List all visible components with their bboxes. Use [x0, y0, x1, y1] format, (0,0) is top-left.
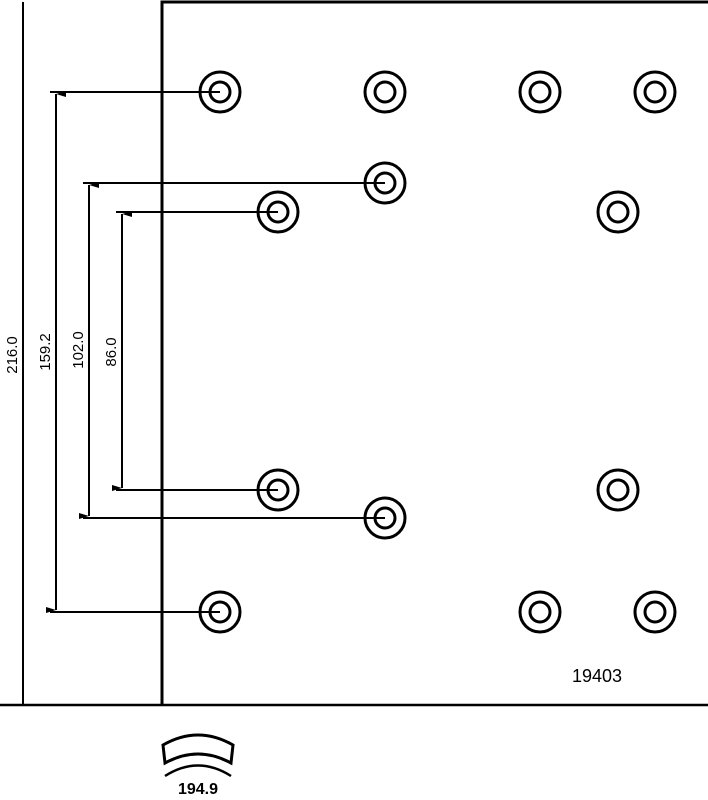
hole-ring — [633, 590, 677, 634]
part-number: 19403 — [572, 666, 622, 686]
hole-ring — [256, 468, 300, 512]
hole-ring — [606, 200, 630, 224]
outer-span-label: 159.2 — [37, 333, 54, 371]
hole-ring — [373, 171, 397, 195]
rivet-hole — [198, 590, 242, 634]
arc-symbol-icon — [161, 733, 235, 778]
hole-ring — [643, 80, 667, 104]
hole-ring — [266, 200, 290, 224]
hole-ring — [266, 478, 290, 502]
hole-ring — [208, 600, 232, 624]
overall-height-label: 216.0 — [4, 336, 21, 374]
rivet-hole — [363, 70, 407, 114]
hole-ring — [373, 506, 397, 530]
hole-ring — [596, 190, 640, 234]
hole-ring — [606, 478, 630, 502]
rivet-hole — [633, 590, 677, 634]
inner-span-label: 86.0 — [103, 337, 120, 366]
hole-ring — [256, 190, 300, 234]
hole-ring — [596, 468, 640, 512]
hole-ring — [363, 70, 407, 114]
hole-ring — [528, 80, 552, 104]
rivet-hole — [596, 468, 640, 512]
rivet-hole — [518, 590, 562, 634]
rivet-hole — [198, 70, 242, 114]
hole-ring — [198, 590, 242, 634]
hole-ring — [528, 600, 552, 624]
lining-outline — [160, 0, 708, 705]
rivet-hole — [256, 468, 300, 512]
rivet-holes — [198, 70, 677, 634]
rivet-hole — [596, 190, 640, 234]
hole-ring — [643, 600, 667, 624]
hole-ring — [363, 496, 407, 540]
rivet-hole — [518, 70, 562, 114]
rivet-hole — [363, 161, 407, 205]
middle-span-label: 102.0 — [70, 331, 87, 369]
hole-ring — [198, 70, 242, 114]
rivet-hole — [256, 190, 300, 234]
rivet-hole — [633, 70, 677, 114]
hole-ring — [518, 70, 562, 114]
hole-ring — [518, 590, 562, 634]
arc-width-label: 194.9 — [178, 781, 218, 798]
hole-ring — [363, 161, 407, 205]
hole-ring — [373, 80, 397, 104]
rivet-hole — [363, 496, 407, 540]
hole-ring — [633, 70, 677, 114]
hole-ring — [208, 80, 232, 104]
